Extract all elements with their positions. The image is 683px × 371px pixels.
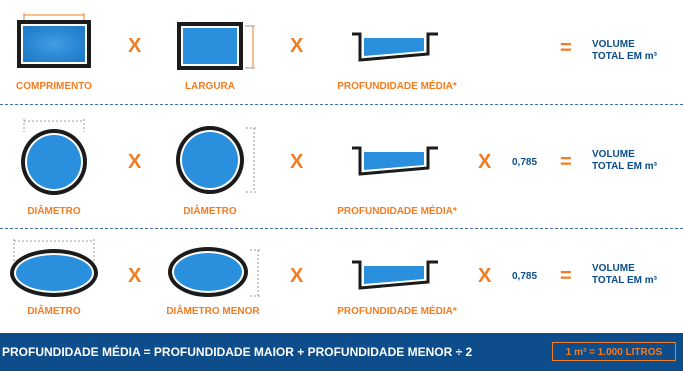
rect-pool-length-icon <box>17 13 91 68</box>
rect-pool-width-icon <box>177 22 255 70</box>
label-diametro: DIÂMETRO <box>183 206 237 217</box>
result-line-2: TOTAL EM m³ <box>592 51 657 62</box>
oval-pool-minor-diameter-icon <box>168 247 262 297</box>
footer-formula: PROFUNDIDADE MÉDIA = PROFUNDIDADE MAIOR … <box>2 345 473 359</box>
multiply-operator: X <box>290 151 304 173</box>
row-separator <box>0 228 683 229</box>
result-line-1: VOLUME <box>592 149 635 160</box>
multiply-operator: X <box>478 265 492 287</box>
label-diametro-menor: DIÂMETRO MENOR <box>166 306 260 317</box>
round-pool-diameter-icon <box>176 126 258 194</box>
result-line-2: TOTAL EM m³ <box>592 161 657 172</box>
pool-depth-icon <box>352 146 438 176</box>
label-largura: LARGURA <box>185 81 235 92</box>
result-volume-total: VOLUME TOTAL EM m³ <box>592 149 657 173</box>
multiply-operator: X <box>290 265 304 287</box>
equals-operator: = <box>560 151 572 173</box>
label-comprimento: COMPRIMENTO <box>16 81 92 92</box>
footer-bar: PROFUNDIDADE MÉDIA = PROFUNDIDADE MAIOR … <box>0 333 683 371</box>
constant-0785: 0,785 <box>512 271 538 282</box>
constant-0785: 0,785 <box>512 157 538 168</box>
result-volume-total: VOLUME TOTAL EM m³ <box>592 263 657 287</box>
label-profundidade-media: PROFUNDIDADE MÉDIA* <box>337 206 457 217</box>
multiply-operator: X <box>128 35 142 57</box>
oval-pool-diameter-icon <box>10 239 98 297</box>
result-line-1: VOLUME <box>592 39 635 50</box>
label-diametro: DIÂMETRO <box>27 306 81 317</box>
equals-operator: = <box>560 265 572 287</box>
equals-operator: = <box>560 37 572 59</box>
row-separator <box>0 104 683 105</box>
footer-conversion-badge: 1 m³ = 1.000 LITROS <box>552 342 676 361</box>
pool-depth-icon <box>352 260 438 290</box>
result-volume-total: VOLUME TOTAL EM m³ <box>592 39 657 63</box>
label-diametro: DIÂMETRO <box>27 206 81 217</box>
multiply-operator: X <box>128 265 142 287</box>
multiply-operator: X <box>478 151 492 173</box>
result-line-1: VOLUME <box>592 263 635 274</box>
round-pool-diameter-icon <box>21 119 87 195</box>
result-line-2: TOTAL EM m³ <box>592 275 657 286</box>
label-profundidade-media: PROFUNDIDADE MÉDIA* <box>337 81 457 92</box>
pool-depth-icon <box>352 32 438 62</box>
multiply-operator: X <box>128 151 142 173</box>
multiply-operator: X <box>290 35 304 57</box>
label-profundidade-media: PROFUNDIDADE MÉDIA* <box>337 306 457 317</box>
